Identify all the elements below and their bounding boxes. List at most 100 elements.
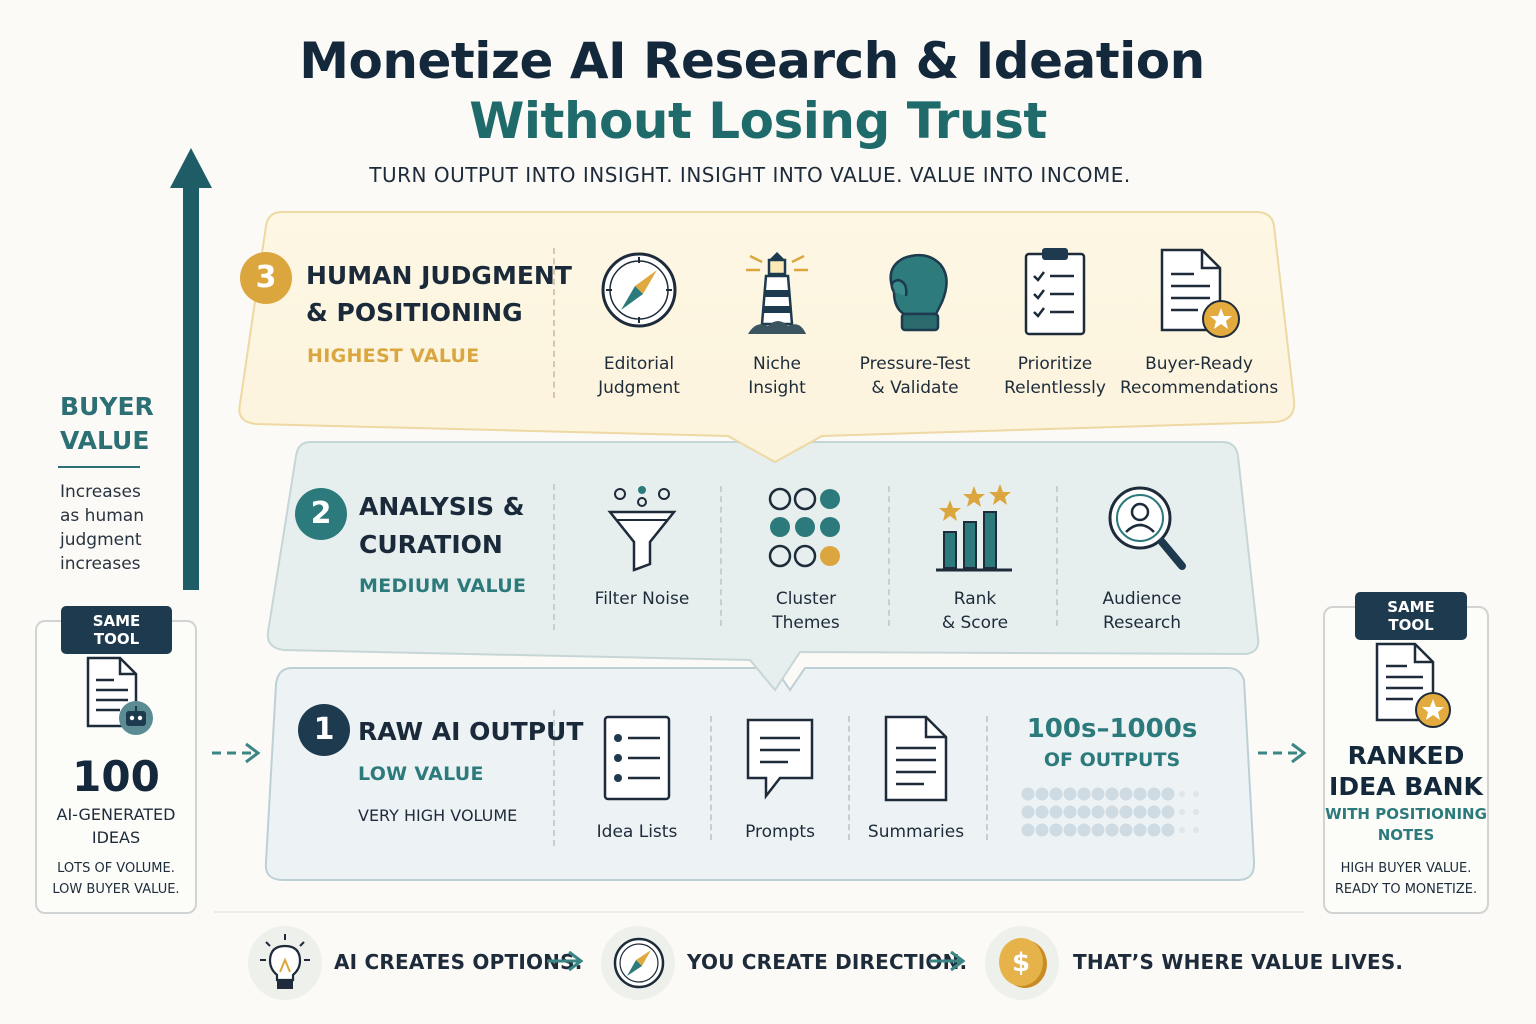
item-label-line1: Rank (953, 589, 997, 609)
bottom-text-2: YOU CREATE DIRECTION. (687, 950, 968, 974)
ranked-idea-bank-subtitle: WITH POSITIONING NOTES (1323, 804, 1489, 846)
output-dot (1105, 805, 1119, 819)
output-dot (1193, 791, 1199, 797)
checklist-icon (1024, 248, 1086, 336)
divider (710, 716, 712, 840)
item-label-line1: Buyer-Ready (1145, 354, 1253, 374)
tier-2-item-label: Filter Noise (572, 587, 712, 611)
list-icon (603, 715, 671, 801)
outputs-label: OF OUTPUTS (1043, 749, 1181, 771)
ranked-idea-bank-title-line1: RANKED (1347, 741, 1465, 770)
item-label-line1: Cluster (775, 589, 837, 609)
output-dot (1119, 787, 1133, 801)
item-label-line1: Audience (1102, 589, 1182, 609)
tier-1-number: 1 (298, 704, 350, 756)
page-title: Monetize AI Research & Ideation (299, 32, 1205, 90)
divider (888, 486, 890, 626)
starred-document-icon (1375, 642, 1451, 728)
buyer-value-desc-line: increases (60, 554, 141, 574)
bar-chart-stars-icon (936, 484, 1012, 572)
tier-2-title: ANALYSIS & CURATION (359, 488, 525, 564)
output-dot (1133, 823, 1147, 837)
output-dot (1179, 791, 1185, 797)
output-dot (1193, 809, 1199, 815)
divider (1056, 486, 1058, 626)
tier-1-value: LOW VALUE (358, 763, 484, 785)
output-dot (1049, 805, 1063, 819)
output-dot (1179, 827, 1185, 833)
ranked-idea-bank-note-line1: HIGH BUYER VALUE. (1340, 861, 1472, 876)
ideas-label: AI-GENERATED IDEAS (35, 803, 197, 849)
tier-3-item-label: Editorial Judgment (571, 352, 707, 400)
divider (720, 486, 722, 626)
coin-icon: $ (999, 938, 1047, 988)
buyer-value-desc-line: as human (60, 506, 144, 526)
ideas-note: LOTS OF VOLUME. LOW BUYER VALUE. (35, 858, 197, 900)
item-label-line2: Research (1103, 613, 1181, 633)
ranked-idea-bank-note-line2: READY TO MONETIZE. (1334, 882, 1478, 897)
buyer-value-arrow (170, 148, 212, 590)
starred-document-icon (1160, 248, 1240, 338)
item-label-line2: Relentlessly (1004, 378, 1106, 398)
output-dot (1063, 787, 1077, 801)
tier-3-item-label: Pressure-Test & Validate (850, 352, 980, 400)
divider (986, 716, 988, 840)
item-label-line1: Pressure-Test (859, 354, 971, 374)
item-label-line2: Insight (748, 378, 806, 398)
output-dot (1179, 809, 1185, 815)
tier-2-title-line1: ANALYSIS & (359, 492, 525, 521)
tier-3-item-label: Niche Insight (710, 352, 844, 400)
page-title-line2: Without Losing Trust (469, 92, 1047, 150)
buyer-value-title: BUYER VALUE (60, 390, 154, 458)
tier-2-number: 2 (295, 488, 347, 540)
document-bot-icon (86, 656, 153, 735)
tier-1-item-label: Prompts (745, 822, 815, 842)
tier-2-item-label: Cluster Themes (736, 587, 876, 635)
output-dots-icon (1021, 787, 1199, 837)
output-dot (1077, 823, 1091, 837)
output-dot (1161, 787, 1175, 801)
bottom-text-1: AI CREATES OPTIONS. (334, 950, 583, 974)
lightbulb-icon (260, 934, 310, 989)
tier-3-title-line2: & POSITIONING (306, 298, 523, 327)
arrow-right-icon (547, 950, 584, 972)
buyer-value-description: Increases as human judgment increases (60, 480, 160, 576)
svg-text:$: $ (1012, 948, 1030, 978)
ideas-count: 100 (72, 752, 160, 801)
divider (214, 911, 1304, 913)
output-dot (1105, 787, 1119, 801)
item-label-line2: & Validate (871, 378, 959, 398)
output-dot (1119, 823, 1133, 837)
same-tool-tag: SAME TOOL (61, 606, 172, 654)
output-dot (1091, 805, 1105, 819)
ideas-note-line2: LOW BUYER VALUE. (52, 882, 180, 897)
output-dot (1077, 787, 1091, 801)
output-dot (1147, 823, 1161, 837)
tier-2-panel (266, 441, 1260, 692)
buyer-value-title-line2: VALUE (60, 426, 150, 455)
tier-1-item-label: Idea Lists (596, 822, 678, 842)
magnifier-person-icon (1108, 486, 1186, 570)
tier-3-title-line1: HUMAN JUDGMENT (306, 261, 572, 290)
divider (848, 716, 850, 840)
tier-1-volume: VERY HIGH VOLUME (358, 806, 518, 825)
output-dot (1193, 827, 1199, 833)
divider (58, 466, 140, 468)
ranked-idea-bank-title: RANKED IDEA BANK (1323, 740, 1489, 802)
output-dot (1021, 805, 1035, 819)
dashed-arrow-right-icon (212, 742, 261, 764)
item-label-line1: Filter Noise (594, 589, 690, 609)
buyer-value-desc-line: judgment (60, 530, 142, 550)
cluster-dots-icon (768, 487, 840, 568)
arrow-right-icon (929, 950, 966, 972)
tier-3-number: 3 (240, 252, 292, 304)
output-dot (1147, 787, 1161, 801)
tier-2-value: MEDIUM VALUE (359, 575, 527, 597)
tier-1-title: RAW AI OUTPUT (358, 717, 584, 746)
boxing-glove-icon (889, 253, 948, 332)
item-label-line2: & Score (941, 613, 1009, 633)
output-dot (1063, 823, 1077, 837)
dashed-arrow-right-icon (1258, 742, 1307, 764)
speech-bubble-icon (746, 718, 814, 800)
